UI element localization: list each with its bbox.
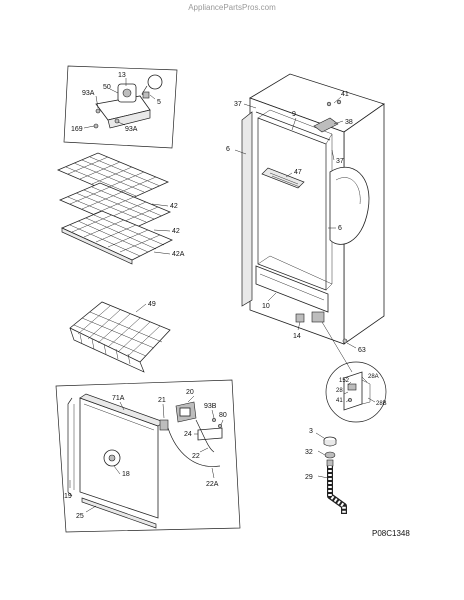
wire-22a — [167, 427, 221, 467]
callout-10: 10 — [262, 303, 270, 310]
top-strip — [255, 111, 331, 141]
hinge-screw — [348, 398, 352, 402]
callout-29: 29 — [305, 474, 313, 481]
callout-169: 169 — [71, 126, 83, 133]
screw-93b — [212, 418, 216, 422]
light-bracket-edge — [107, 109, 151, 129]
cabinet-base — [255, 265, 329, 313]
basket-group: 49 — [69, 301, 171, 373]
hinge-detail-circle — [325, 361, 387, 423]
shelves-group: 42 42 42A — [56, 152, 185, 265]
screw-169 — [93, 123, 99, 129]
thermostat-knob-center — [108, 454, 116, 462]
diagram-code: P08C1348 — [372, 529, 410, 538]
callout-93a-bottom: 93A — [125, 126, 138, 133]
side-hump — [329, 166, 370, 245]
screw-80 — [218, 424, 222, 428]
liner-floor — [257, 255, 333, 285]
callout-13: 13 — [118, 72, 126, 79]
callout-49: 49 — [148, 301, 156, 308]
callout-19: 19 — [64, 493, 72, 500]
screw-41-b — [336, 99, 342, 105]
callout-22: 22 — [192, 453, 200, 460]
hinge-detail-group: 152 28A 28 41 28B — [321, 321, 387, 423]
callout-93b: 93B — [204, 403, 217, 410]
callout-42a: 42A — [172, 251, 185, 258]
lower-hinge — [311, 311, 325, 323]
callout-32: 32 — [305, 449, 313, 456]
cabinet-group: 37 9 41 38 6 37 47 6 10 14 63 — [226, 73, 385, 354]
screw-93a-top — [95, 108, 101, 114]
callout-38: 38 — [345, 119, 353, 126]
callout-63: 63 — [358, 347, 366, 354]
liner-flange-left — [241, 111, 253, 307]
drain-fitting — [326, 459, 334, 467]
thermostat — [159, 419, 169, 431]
light-assembly-group: 13 93A 50 5 169 93A — [63, 65, 178, 149]
shelf-bottom — [61, 210, 173, 265]
screw-41-a — [326, 101, 332, 107]
panel-trim — [81, 497, 157, 529]
callout-42-a: 42 — [170, 203, 178, 210]
leveling-leg — [295, 313, 305, 323]
callout-47: 47 — [294, 169, 302, 176]
callout-71a: 71A — [112, 395, 125, 402]
callout-9: 9 — [292, 111, 296, 118]
callout-152: 152 — [339, 378, 350, 384]
hinge-pin — [347, 383, 357, 391]
callout-14: 14 — [293, 333, 301, 340]
callout-28: 28 — [336, 388, 343, 394]
callout-37-top: 37 — [234, 101, 242, 108]
light-bulb — [147, 74, 163, 90]
watermark: AppliancePartsPros.com — [188, 3, 276, 12]
drain-hose — [327, 466, 347, 514]
callout-6-right: 6 — [338, 225, 342, 232]
callout-50: 50 — [103, 84, 111, 91]
light-switch-face — [179, 407, 191, 417]
light-socket-contact — [122, 88, 132, 98]
hinge-bracket — [313, 117, 339, 133]
callout-80: 80 — [219, 412, 227, 419]
control-panel-box — [55, 379, 241, 533]
callout-6-left: 6 — [226, 146, 230, 153]
screw-63 — [342, 338, 348, 344]
callout-93a-top: 93A — [82, 90, 95, 97]
control-panel-group: 71A 20 21 93B 80 24 22 18 22A 19 25 — [55, 379, 241, 533]
callout-20: 20 — [186, 389, 194, 396]
drain-plug-body — [323, 440, 337, 447]
callout-21: 21 — [158, 397, 166, 404]
callout-42-b: 42 — [172, 228, 180, 235]
drain-washer — [324, 451, 336, 459]
switch-bracket — [197, 427, 223, 441]
callout-25: 25 — [76, 513, 84, 520]
callout-5: 5 — [157, 99, 161, 106]
light-connector — [142, 91, 150, 99]
wire-22 — [195, 419, 215, 453]
callout-3: 3 — [309, 428, 313, 435]
callout-22a: 22A — [206, 481, 219, 488]
drain-group: 3 32 29 — [305, 428, 347, 514]
callout-37-right: 37 — [336, 158, 344, 165]
callout-28b: 28B — [376, 401, 387, 407]
callout-41-bottom: 41 — [336, 398, 343, 404]
callout-24: 24 — [184, 431, 192, 438]
side-rail — [67, 397, 73, 497]
callout-28a: 28A — [368, 374, 379, 380]
light-assembly-box — [63, 65, 178, 149]
callout-18: 18 — [122, 471, 130, 478]
callout-41-top: 41 — [341, 91, 349, 98]
